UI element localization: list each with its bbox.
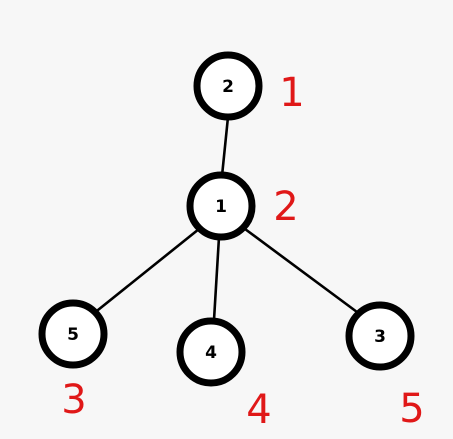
edge-1-4 xyxy=(212,235,221,322)
node-2-label: 2 xyxy=(222,77,234,97)
annotation-node-5: 3 xyxy=(61,377,86,423)
annotation-node-3: 5 xyxy=(399,386,424,432)
node-4-label: 4 xyxy=(205,343,217,363)
node-5: 5 xyxy=(38,299,108,369)
node-3: 3 xyxy=(345,301,415,371)
node-5-label: 5 xyxy=(67,325,79,345)
annotation-node-2: 1 xyxy=(279,70,304,116)
edge-2-1 xyxy=(220,115,230,178)
edge-1-5 xyxy=(96,227,201,312)
annotation-node-1: 2 xyxy=(273,184,298,230)
node-4: 4 xyxy=(176,317,246,387)
annotation-node-4: 4 xyxy=(246,387,271,433)
node-1: 1 xyxy=(186,171,256,241)
edge-1-3 xyxy=(243,227,359,314)
node-3-label: 3 xyxy=(374,327,386,347)
node-1-label: 1 xyxy=(215,197,227,217)
node-2: 2 xyxy=(193,51,263,121)
